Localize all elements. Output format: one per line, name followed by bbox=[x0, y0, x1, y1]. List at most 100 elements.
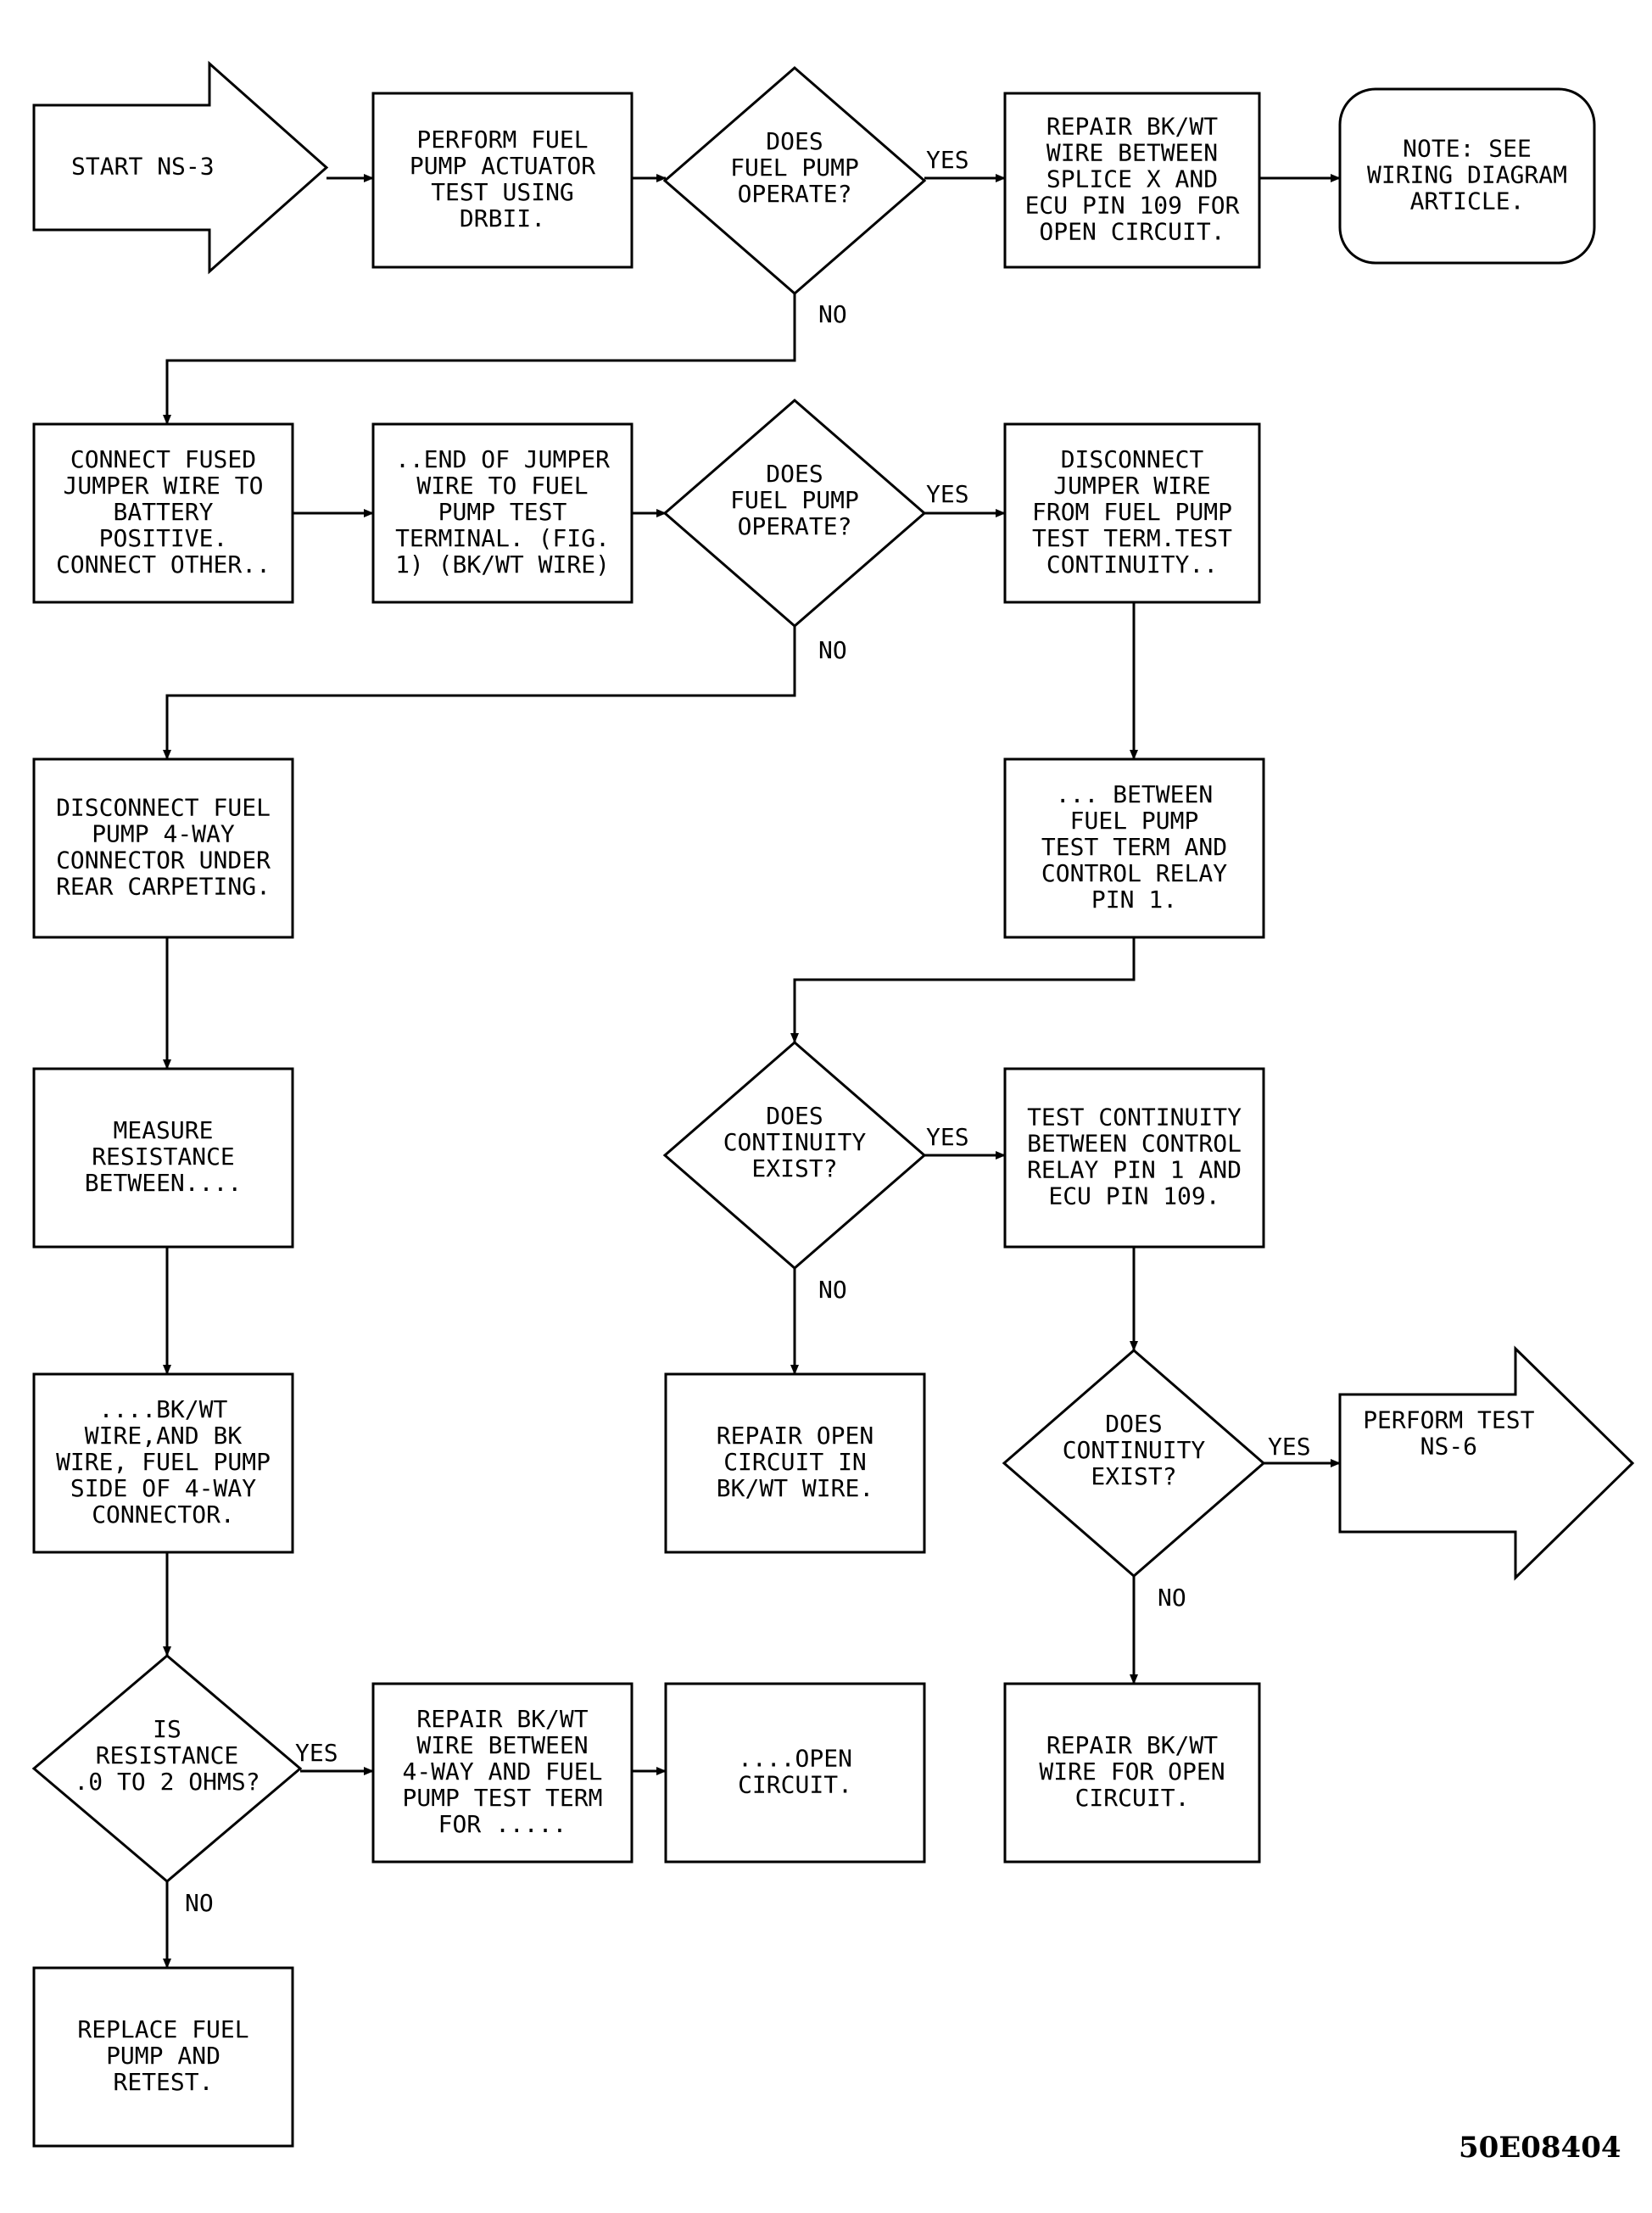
n4-text-line: WIRE TO FUEL bbox=[416, 472, 588, 500]
n9-text-line: BETWEEN CONTROL bbox=[1027, 1130, 1242, 1158]
note-text-line: ARTICLE. bbox=[1410, 187, 1525, 215]
end1-arrow-shape bbox=[1338, 1345, 1635, 1581]
note-text-line: NOTE: SEE bbox=[1403, 135, 1532, 163]
n6-text-line: CONNECTOR UNDER bbox=[56, 847, 271, 875]
d1-text-line: FUEL PUMP bbox=[730, 154, 859, 182]
d2-text-line: FUEL PUMP bbox=[730, 486, 859, 514]
n1-text-line: TEST USING bbox=[431, 178, 574, 206]
n8-text-line: RESISTANCE bbox=[92, 1143, 235, 1171]
n14-shape bbox=[1003, 1682, 1261, 1864]
n11-text-line: CIRCUIT IN bbox=[723, 1448, 867, 1476]
n3-text-line: CONNECT OTHER.. bbox=[56, 550, 271, 578]
n6-text-line: DISCONNECT FUEL bbox=[56, 794, 271, 822]
n10-text-line: WIRE,AND BK bbox=[85, 1422, 243, 1450]
edge-label-yes: YES bbox=[926, 1123, 969, 1151]
n2-text-line: OPEN CIRCUIT. bbox=[1039, 218, 1225, 246]
n8-text-line: MEASURE bbox=[113, 1116, 213, 1144]
n7-text-line: TEST TERM AND bbox=[1041, 833, 1227, 861]
edge-label-no: NO bbox=[1158, 1584, 1186, 1612]
n15-text-line: REPLACE FUEL bbox=[77, 2015, 248, 2043]
n4-text-line: 1) (BK/WT WIRE) bbox=[395, 550, 610, 578]
n4-text-line: PUMP TEST bbox=[438, 498, 567, 526]
d2-text-line: OPERATE? bbox=[738, 512, 852, 540]
n10-text-line: WIRE, FUEL PUMP bbox=[56, 1448, 271, 1476]
n7-text-line: PIN 1. bbox=[1091, 886, 1177, 914]
d3-text-line: CONTINUITY bbox=[723, 1128, 867, 1156]
d5-text-line: IS bbox=[153, 1715, 181, 1743]
n9-text-line: TEST CONTINUITY bbox=[1027, 1104, 1242, 1132]
d1-diamond bbox=[662, 66, 927, 295]
n7-text-line: CONTROL RELAY bbox=[1041, 859, 1227, 887]
d4-diamond bbox=[1002, 1349, 1266, 1578]
n10-text-line: SIDE OF 4-WAY bbox=[70, 1474, 256, 1502]
n4-text-line: ..END OF JUMPER bbox=[395, 445, 610, 473]
n5-text-line: CONTINUITY.. bbox=[1046, 550, 1218, 578]
n11-text-line: REPAIR OPEN bbox=[717, 1422, 873, 1450]
d3-diamond bbox=[662, 1041, 927, 1270]
d4-text-line: DOES bbox=[1105, 1410, 1162, 1438]
d1-text-line: OPERATE? bbox=[738, 180, 852, 208]
n7-text-line: FUEL PUMP bbox=[1070, 807, 1199, 835]
n3-shape bbox=[32, 422, 294, 604]
connectors bbox=[163, 174, 1341, 1969]
d5-text-line: .0 TO 2 OHMS? bbox=[74, 1768, 260, 1796]
n8-text-line: BETWEEN.... bbox=[85, 1169, 242, 1197]
n9-shape bbox=[1003, 1067, 1265, 1249]
n2-shape bbox=[1003, 92, 1261, 269]
n3-text-line: BATTERY bbox=[113, 498, 213, 526]
edge-label-no: NO bbox=[818, 636, 847, 664]
n13-shape bbox=[664, 1682, 926, 1864]
n8-shape bbox=[32, 1067, 294, 1249]
edge-label-no: NO bbox=[818, 300, 847, 328]
n13-text-line: ....OPEN bbox=[738, 1745, 852, 1773]
n12-text-line: REPAIR BK/WT bbox=[416, 1705, 588, 1733]
n6-text-line: REAR CARPETING. bbox=[56, 873, 271, 901]
edge-label-no: NO bbox=[185, 1889, 214, 1917]
n5-shape bbox=[1003, 422, 1261, 604]
n10-text-line: CONNECTOR. bbox=[92, 1500, 235, 1528]
n4-shape bbox=[371, 422, 633, 604]
n2-text-line: REPAIR BK/WT bbox=[1046, 113, 1218, 141]
start-arrow-shape bbox=[32, 60, 329, 275]
edge-n7-to-d3 bbox=[790, 937, 1136, 1043]
end1-text-line: NS-6 bbox=[1420, 1433, 1477, 1461]
n6-shape bbox=[32, 757, 294, 939]
node-start: START NS-3 bbox=[32, 60, 329, 275]
edge-label-yes: YES bbox=[295, 1739, 338, 1767]
d4-text-line: CONTINUITY bbox=[1063, 1436, 1206, 1464]
n14-text-line: REPAIR BK/WT bbox=[1046, 1731, 1218, 1759]
n9-text-line: RELAY PIN 1 AND bbox=[1027, 1156, 1242, 1184]
d2-diamond bbox=[662, 399, 927, 628]
n15-text-line: PUMP AND bbox=[106, 2042, 220, 2070]
n1-text-line: PERFORM FUEL bbox=[416, 126, 588, 154]
n3-text-line: CONNECT FUSED bbox=[70, 445, 256, 473]
d3-text-line: DOES bbox=[766, 1102, 823, 1130]
n6-text-line: PUMP 4-WAY bbox=[92, 820, 235, 848]
n12-text-line: WIRE BETWEEN bbox=[416, 1731, 588, 1759]
d4-text-line: EXIST? bbox=[1091, 1462, 1176, 1490]
d5-text-line: RESISTANCE bbox=[96, 1741, 239, 1769]
edge-label-yes: YES bbox=[1268, 1433, 1311, 1461]
note-text-line: WIRING DIAGRAM bbox=[1367, 161, 1567, 189]
n5-text-line: FROM FUEL PUMP bbox=[1032, 498, 1232, 526]
n4-text-line: TERMINAL. (FIG. bbox=[395, 524, 610, 552]
